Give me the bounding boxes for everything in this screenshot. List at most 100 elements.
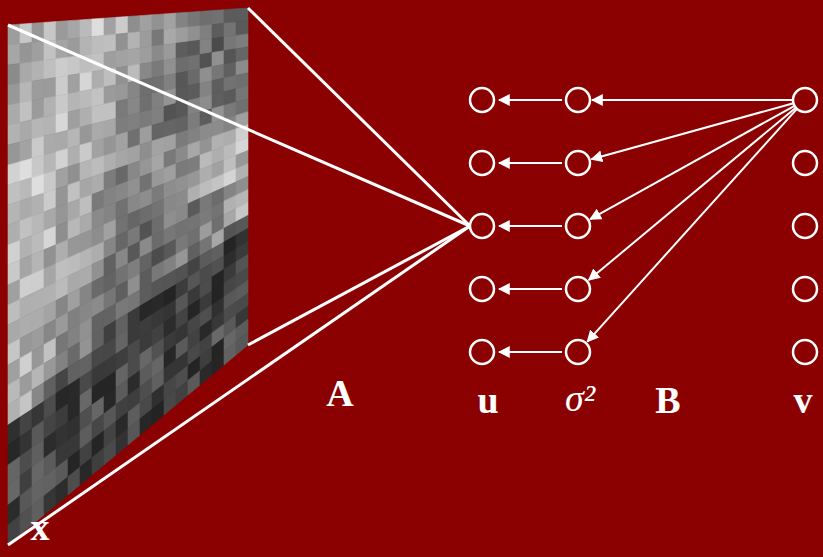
image-pixel	[8, 63, 20, 85]
image-pixel	[20, 100, 32, 122]
image-pixel	[128, 32, 140, 50]
image-pixel	[20, 43, 32, 64]
image-pixel	[188, 11, 200, 27]
unit-circle	[566, 277, 590, 301]
unit-circle	[470, 277, 494, 301]
image-pixel	[212, 51, 224, 67]
image-pixel	[56, 112, 68, 133]
image-pixel	[68, 56, 80, 76]
image-pixel	[56, 75, 68, 95]
image-pixel	[116, 99, 128, 118]
unit-circle	[470, 340, 494, 364]
input-label: x	[31, 508, 50, 546]
image-pixel	[236, 332, 248, 355]
image-pixel	[176, 42, 188, 59]
weight-arrow	[591, 103, 793, 159]
image-pixel	[236, 21, 248, 36]
projection-line	[8, 226, 470, 545]
weight-arrow	[590, 106, 794, 219]
weight-arrow	[499, 288, 562, 290]
image-pixel	[200, 361, 212, 385]
image-pixel	[56, 21, 68, 40]
image-pixel	[104, 34, 116, 52]
image-pixel	[164, 73, 176, 91]
image-pixel	[188, 55, 200, 72]
image-pixel	[80, 72, 92, 92]
image-pixel	[32, 136, 44, 158]
image-pixel	[68, 91, 80, 111]
image-pixel	[20, 139, 32, 162]
image-pixel	[20, 81, 32, 103]
image-pixel	[92, 104, 104, 124]
image-pixel	[128, 16, 140, 33]
image-pixel	[200, 11, 212, 26]
unit-circles	[470, 88, 817, 364]
image-pixel	[212, 23, 224, 38]
image-pixel	[104, 438, 116, 465]
image-pixel	[224, 342, 236, 365]
image-pixel	[8, 162, 20, 185]
image-pixel	[212, 10, 224, 25]
image-pixel	[68, 20, 80, 39]
image-pixel	[116, 82, 128, 101]
layer-label: v	[794, 381, 813, 419]
image-pixel	[44, 22, 56, 42]
image-pixel	[32, 79, 44, 100]
image-pixel	[212, 351, 224, 375]
matrix-label: B	[655, 381, 680, 419]
image-pixel	[224, 22, 236, 37]
image-pixel	[128, 48, 140, 66]
image-pixel	[188, 371, 200, 395]
image-pixel	[176, 71, 188, 88]
weight-arrow	[499, 351, 562, 353]
image-pixel	[20, 120, 32, 142]
image-pixel	[164, 28, 176, 45]
image-pixel	[224, 9, 236, 24]
image-pixel	[200, 39, 212, 55]
image-pixel	[176, 56, 188, 73]
image-pixel	[80, 89, 92, 109]
image-pixel	[152, 14, 164, 31]
image-pixel	[32, 41, 44, 61]
image-pixel	[188, 69, 200, 86]
image-pixel	[92, 70, 104, 89]
image-pixel	[116, 17, 128, 35]
weight-arrow	[589, 108, 796, 280]
projection-line	[248, 226, 470, 345]
image-pixel	[8, 44, 20, 65]
image-pixel	[104, 85, 116, 104]
projection-line	[248, 8, 470, 226]
image-pixel	[128, 96, 140, 115]
image-pixel	[92, 18, 104, 36]
image-pixel	[164, 390, 176, 415]
image-pixel	[80, 107, 92, 127]
image-pixel	[152, 60, 164, 78]
image-pixel	[140, 15, 152, 32]
unit-circle	[470, 214, 494, 238]
image-pixel	[8, 103, 20, 125]
image-pixel	[200, 25, 212, 41]
image-pixel	[68, 467, 80, 495]
image-pixel	[188, 40, 200, 56]
image-pixel	[44, 133, 56, 155]
connection-lines	[8, 8, 797, 545]
image-pixel	[32, 117, 44, 139]
image-pixel	[236, 47, 248, 62]
image-pixel	[104, 102, 116, 122]
weight-arrow	[499, 225, 562, 227]
variance-label: σ²	[565, 379, 595, 417]
image-pixel	[236, 34, 248, 49]
image-pixel	[8, 83, 20, 105]
image-pixel	[92, 35, 104, 54]
image-pixel	[44, 96, 56, 117]
image-patch	[8, 8, 248, 545]
unit-circle	[793, 340, 817, 364]
image-pixel	[80, 457, 92, 485]
image-pixel	[104, 17, 116, 35]
image-pixel	[20, 62, 32, 83]
image-pixel	[128, 419, 140, 445]
image-pixel	[140, 62, 152, 80]
image-pixel	[200, 53, 212, 69]
unit-circle	[470, 151, 494, 175]
